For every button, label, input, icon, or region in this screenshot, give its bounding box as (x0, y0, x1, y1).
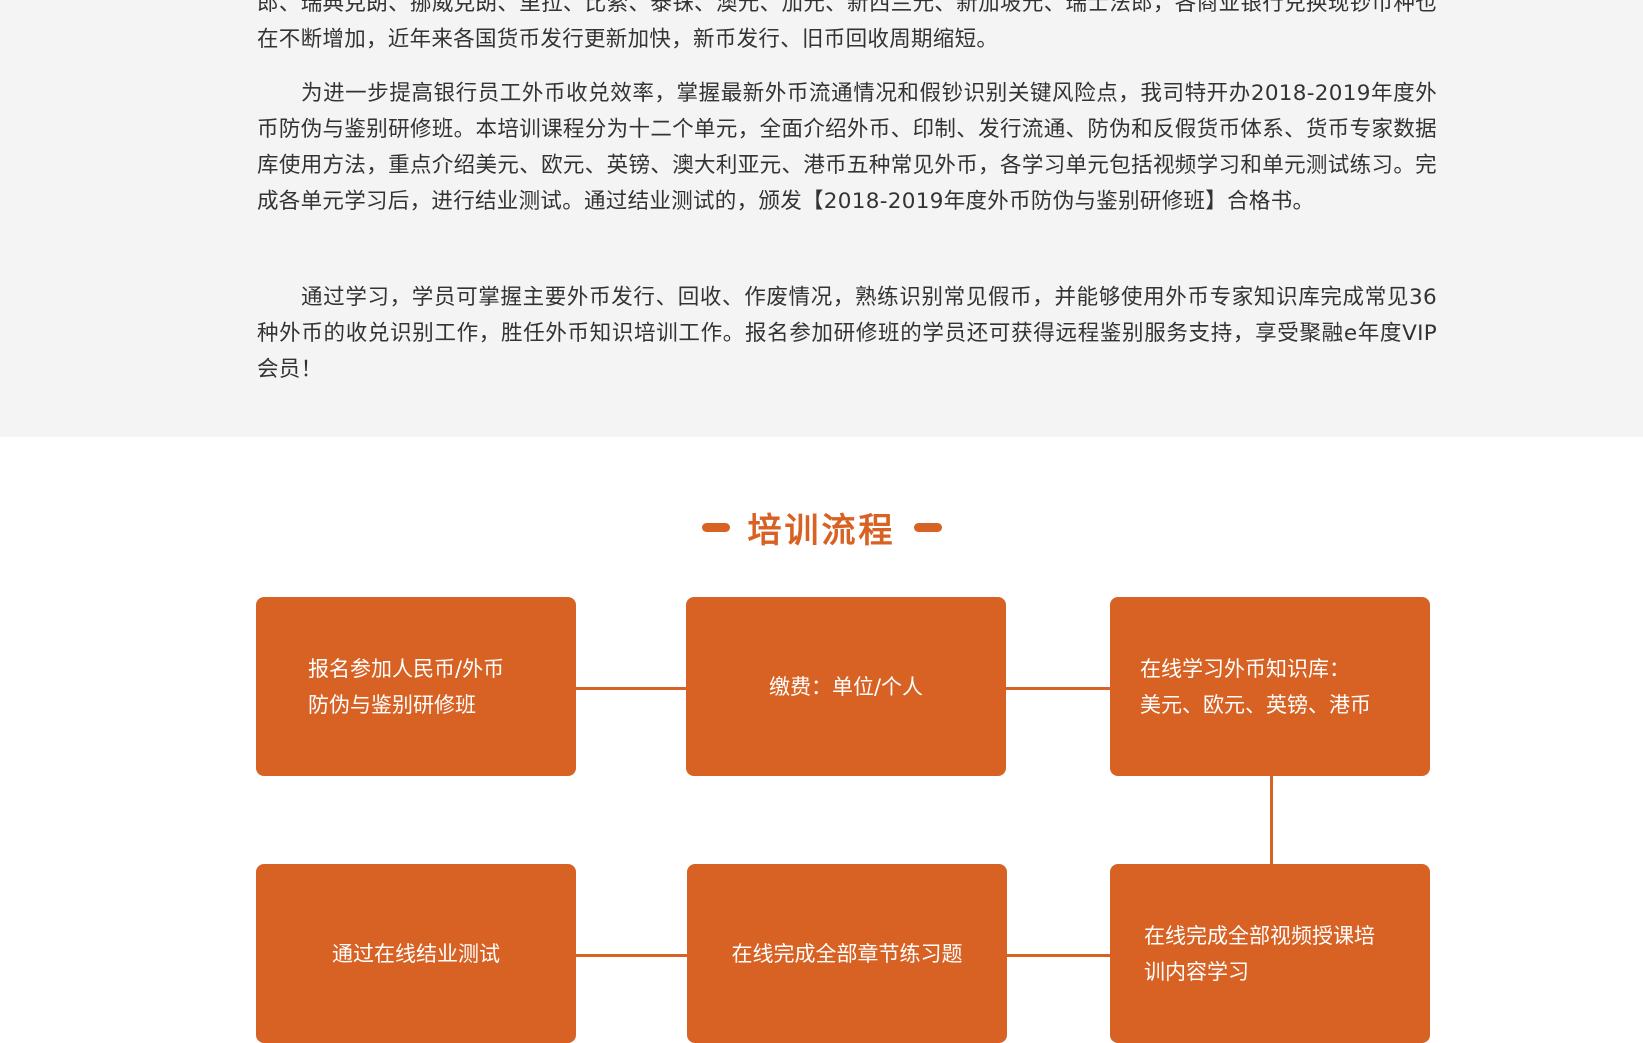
process-step-2: 缴费：单位/个人 (686, 597, 1006, 776)
process-step-5: 在线完成全部章节练习题 (687, 864, 1007, 1043)
step-label: 在线学习外币知识库： 美元、欧元、英镑、港币 (1140, 656, 1371, 717)
process-heading: 培训流程 (0, 503, 1643, 552)
process-step-6: 通过在线结业测试 (256, 864, 576, 1043)
intro-paragraph-1: 郎、瑞典克朗、挪威克朗、里拉、比索、泰铢、澳元、加元、新西兰元、新加坡元、瑞士法… (257, 0, 1437, 52)
connector (1270, 776, 1273, 864)
process-step-4: 在线完成全部视频授课培 训内容学习 (1110, 864, 1430, 1043)
connector (1006, 687, 1110, 690)
intro-paragraph-2: 为进一步提高银行员工外币收兑效率，掌握最新外币流通情况和假钞识别关键风险点，我司… (257, 81, 1437, 214)
process-step-3: 在线学习外币知识库： 美元、欧元、英镑、港币 (1110, 597, 1430, 776)
course-intro-section: 郎、瑞典克朗、挪威克朗、里拉、比索、泰铢、澳元、加元、新西兰元、新加坡元、瑞士法… (0, 0, 1643, 437)
connector (575, 687, 686, 690)
process-title: 培训流程 (747, 511, 896, 551)
connector (575, 954, 687, 957)
step-label: 缴费：单位/个人 (768, 674, 924, 699)
title-dash-left (701, 523, 730, 532)
step-label: 在线完成全部视频授课培 训内容学习 (1144, 923, 1375, 984)
step-label: 报名参加人民币/外币 防伪与鉴别研修班 (308, 656, 505, 717)
step-label: 在线完成全部章节练习题 (731, 941, 963, 966)
step-label: 通过在线结业测试 (332, 941, 500, 966)
title-dash-right (913, 523, 942, 532)
connector (1007, 954, 1110, 957)
process-step-1: 报名参加人民币/外币 防伪与鉴别研修班 (256, 597, 576, 776)
intro-paragraph-3: 通过学习，学员可掌握主要外币发行、回收、作废情况，熟练识别常见假币，并能够使用外… (257, 285, 1437, 382)
